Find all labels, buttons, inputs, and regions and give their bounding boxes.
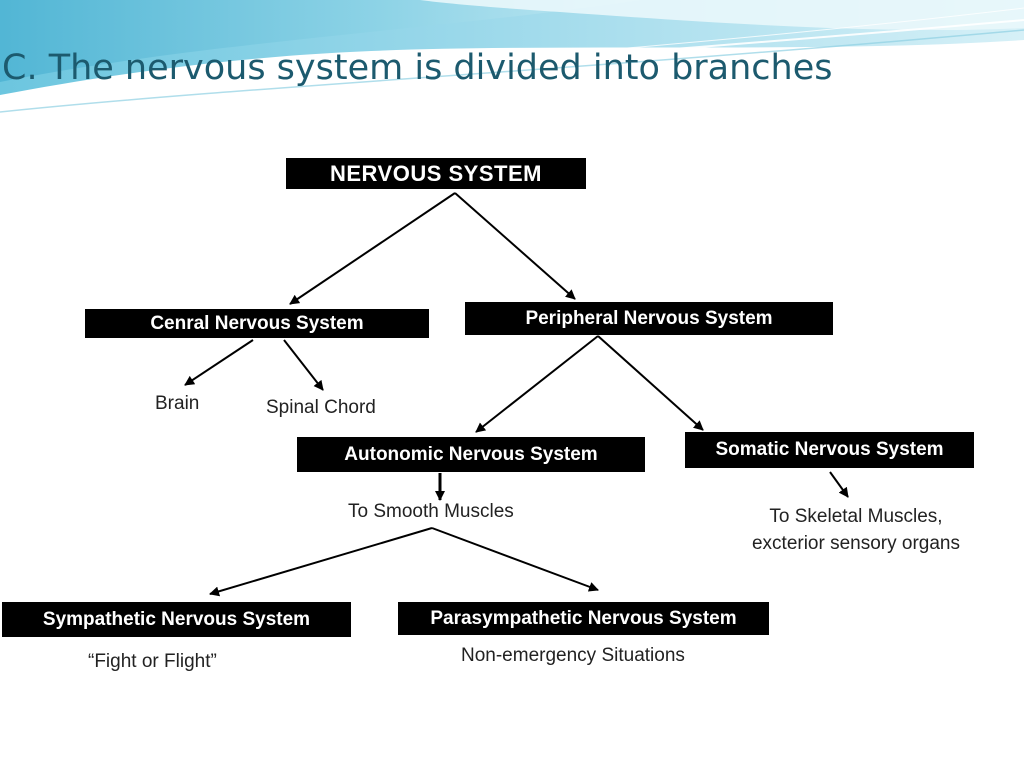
label-brain: Brain [155, 393, 200, 414]
node-peripheral-nervous-system: Peripheral Nervous System [465, 302, 833, 335]
node-label: Somatic Nervous System [715, 439, 944, 460]
label-smooth-muscles: To Smooth Muscles [348, 501, 514, 522]
node-parasympathetic-nervous-system: Parasympathetic Nervous System [398, 602, 769, 635]
arrow-pns-to-somatic [597, 335, 704, 431]
arrow-ns-to-cns [289, 192, 456, 305]
arrow-pns-to-autonomic [475, 335, 599, 433]
node-central-nervous-system: Cenral Nervous System [85, 309, 429, 338]
arrow-somatic-to-skeletal [829, 471, 849, 498]
node-label: Autonomic Nervous System [344, 443, 598, 465]
node-sympathetic-nervous-system: Sympathetic Nervous System [2, 602, 351, 637]
label-skeletal-line1: To Skeletal Muscles, [769, 506, 943, 527]
arrow-cns-to-brain [184, 339, 254, 386]
node-label: Cenral Nervous System [150, 312, 364, 334]
arrow-smooth-to-parasympathetic [431, 527, 599, 592]
node-label: NERVOUS SYSTEM [330, 160, 542, 186]
node-autonomic-nervous-system: Autonomic Nervous System [297, 437, 645, 472]
label-non-emergency: Non-emergency Situations [461, 645, 685, 666]
slide-title: C. The nervous system is divided into br… [2, 48, 833, 88]
node-label: Sympathetic Nervous System [42, 608, 311, 630]
node-label: Peripheral Nervous System [525, 307, 773, 329]
arrow-cns-to-spinal [283, 339, 324, 391]
node-somatic-nervous-system: Somatic Nervous System [685, 432, 974, 468]
label-fight-or-flight: “Fight or Flight” [88, 651, 217, 672]
label-skeletal-line2: excterior sensory organs [751, 533, 961, 554]
node-label: Parasympathetic Nervous System [430, 607, 737, 629]
label-spinal-chord: Spinal Chord [266, 397, 376, 418]
arrow-ns-to-pns [454, 192, 576, 300]
arrow-smooth-to-sympathetic [209, 527, 433, 597]
node-nervous-system: NERVOUS SYSTEM [286, 158, 586, 189]
label-skeletal-muscles: To Skeletal Muscles, excterior sensory o… [722, 503, 990, 557]
header-banner [0, 0, 1024, 113]
